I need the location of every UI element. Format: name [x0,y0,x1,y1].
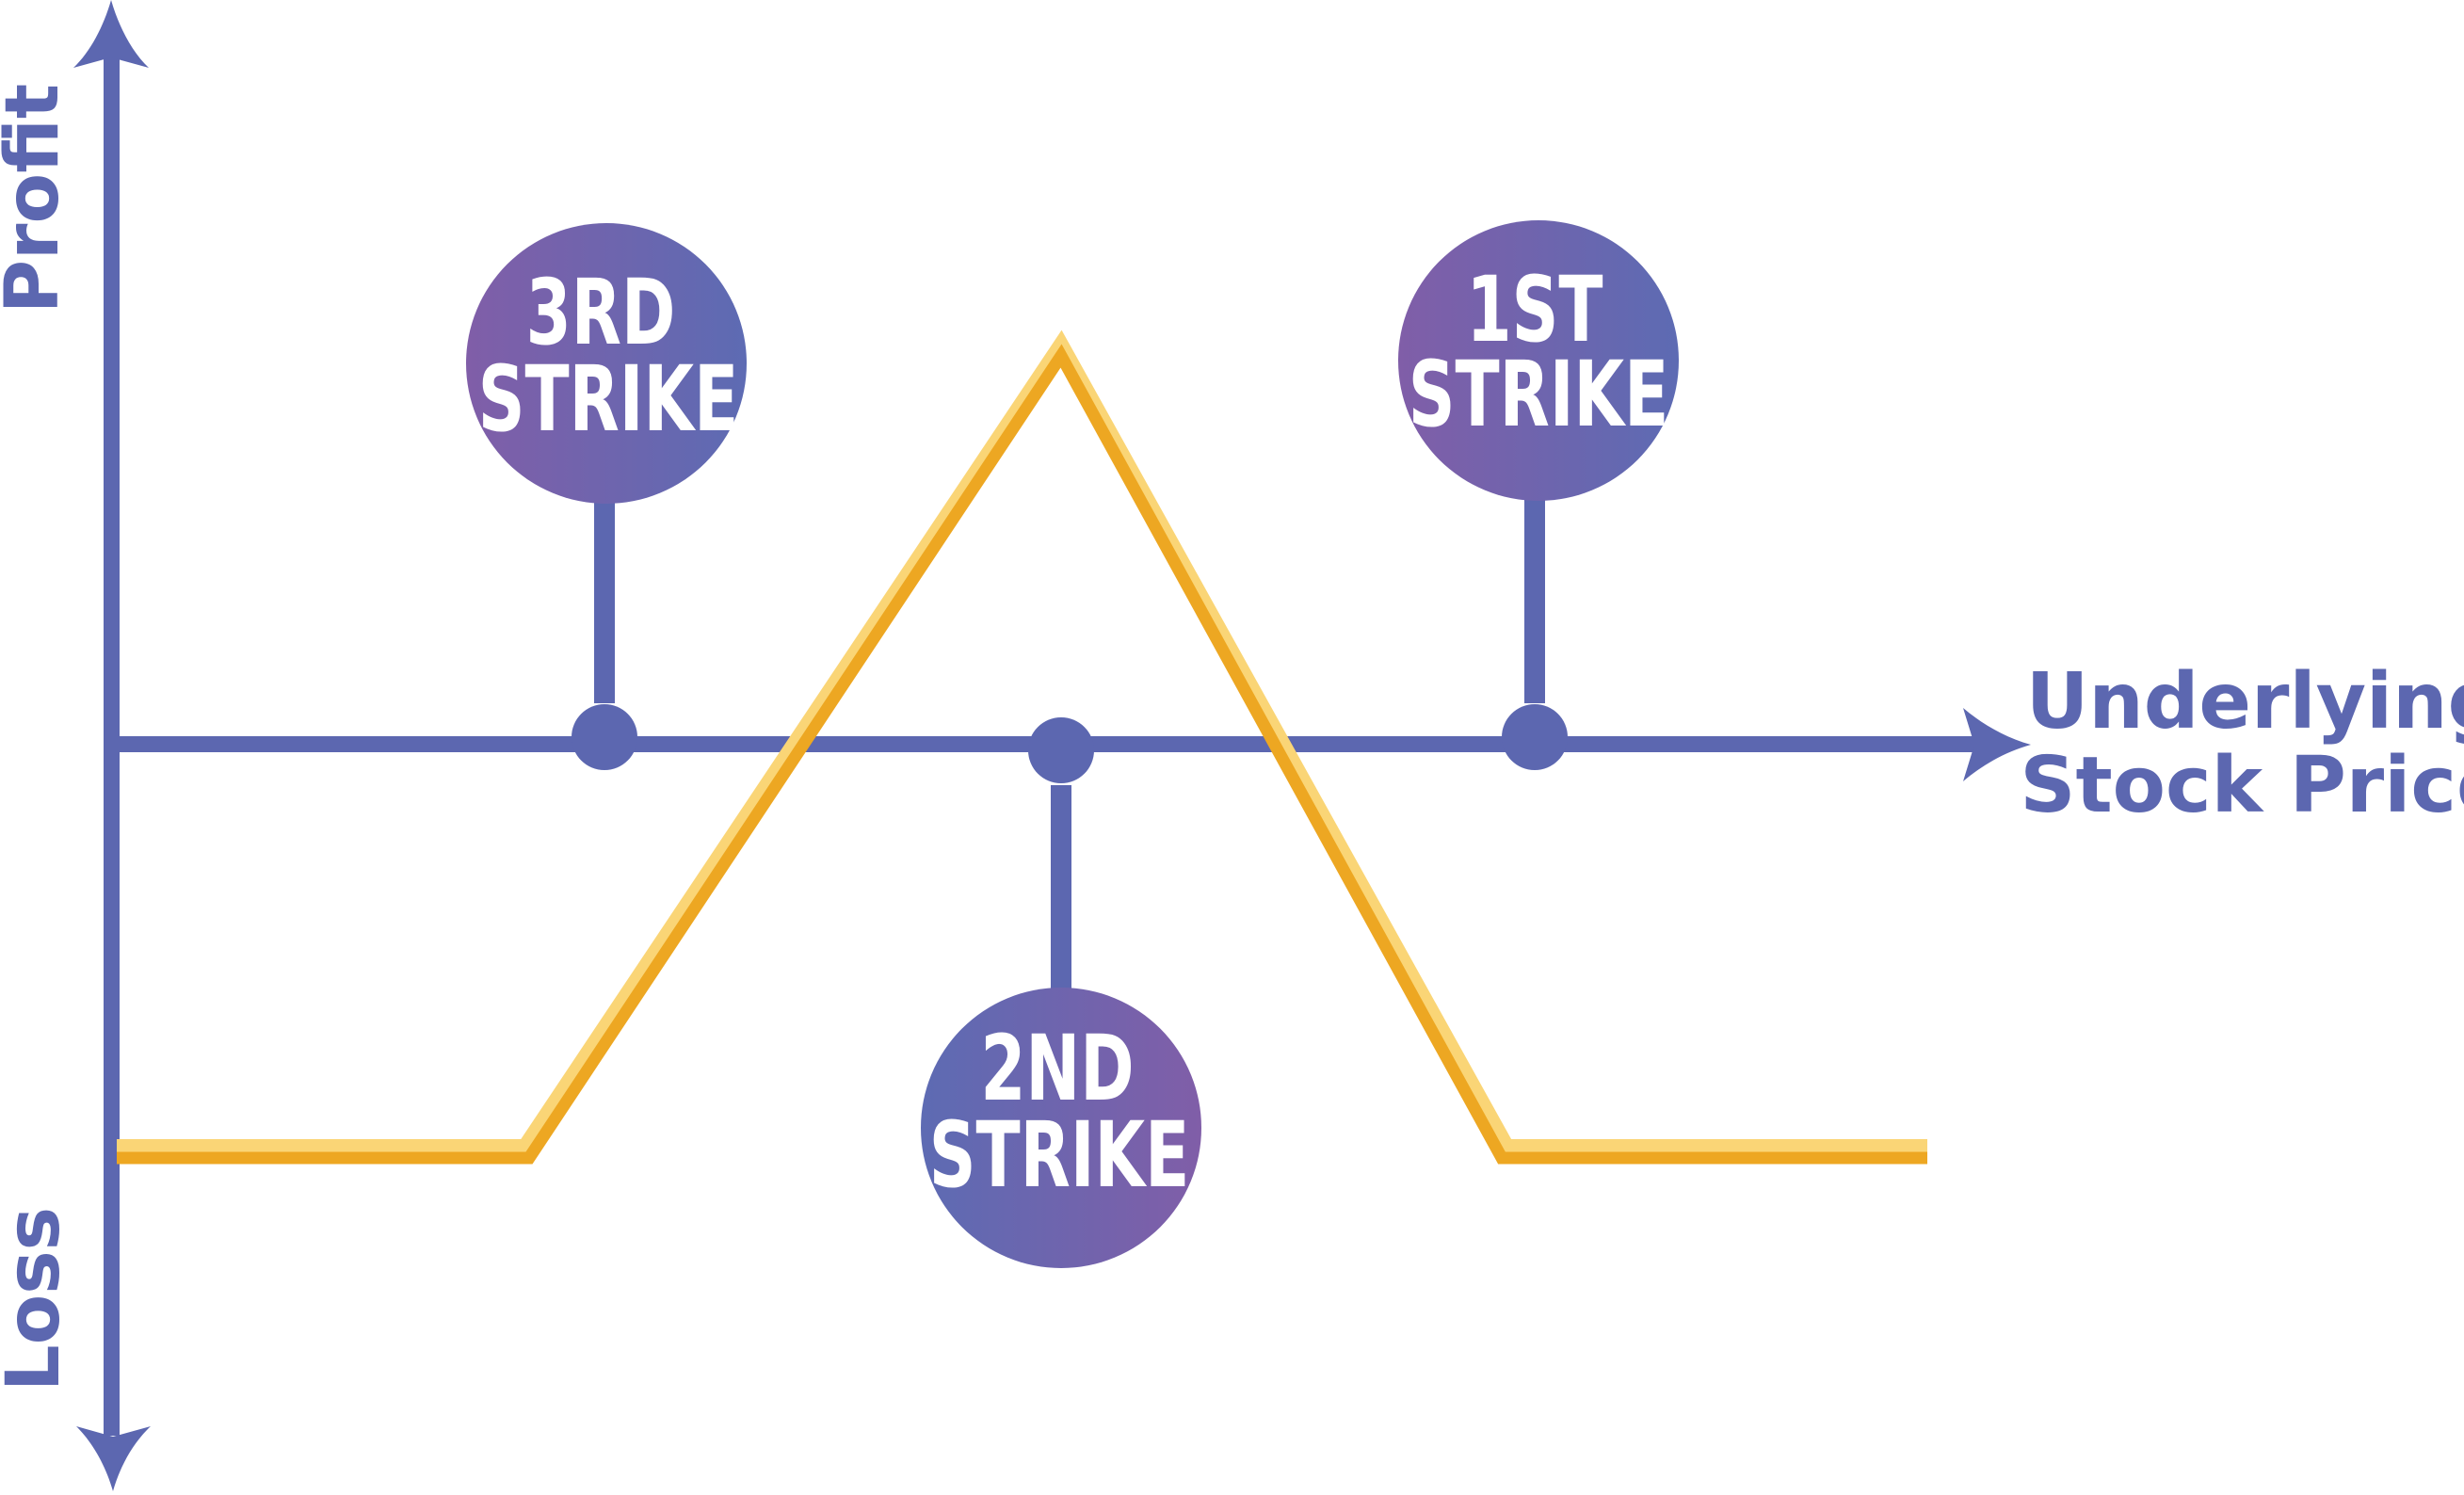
strike-1st-circle [1398,220,1679,501]
strike-3rd-badge: 3RD STRIKE [466,223,747,504]
payoff-line-main [117,344,1927,1165]
strike-2nd-dot [1028,717,1094,783]
strike-3rd-label-line1: 3RD [526,259,676,364]
strike-2nd-badge: 2ND STRIKE [921,988,1201,1268]
strike-2nd-label-line1: 2ND [980,1015,1134,1120]
strike-3rd-dot [572,704,637,770]
strike-1st-label-line2: STRIKE [1409,341,1669,446]
y-axis-loss-label: Loss [0,1207,76,1391]
strike-1st-marker [1502,495,1568,770]
payoff-line-highlight [117,330,1927,1152]
strike-1st-dot [1502,704,1568,770]
strike-3rd-label-line2: STRIKE [478,346,739,451]
strike-3rd-stem [594,499,615,703]
x-axis-label-line1: Underlying [2026,657,2464,747]
x-axis-right-arrow-icon [1963,708,2031,781]
strike-3rd-circle [466,223,747,504]
strike-3rd-marker [572,499,637,770]
y-axis-profit-label: Profit [0,84,75,313]
strike-2nd-marker [1028,717,1094,994]
strike-2nd-circle [921,988,1201,1268]
y-axis-down-arrow-icon [76,1426,151,1491]
y-axis-up-arrow-icon [73,0,149,68]
x-axis-label-line2: Stock Price [2020,741,2464,830]
strike-1st-label-line1: 1ST [1467,256,1603,362]
strike-2nd-label-line2: STRIKE [929,1101,1190,1207]
payoff-line [117,330,1927,1165]
strike-2nd-stem [1051,785,1071,994]
strike-1st-badge: 1ST STRIKE [1398,220,1679,501]
strike-1st-stem [1524,495,1545,703]
